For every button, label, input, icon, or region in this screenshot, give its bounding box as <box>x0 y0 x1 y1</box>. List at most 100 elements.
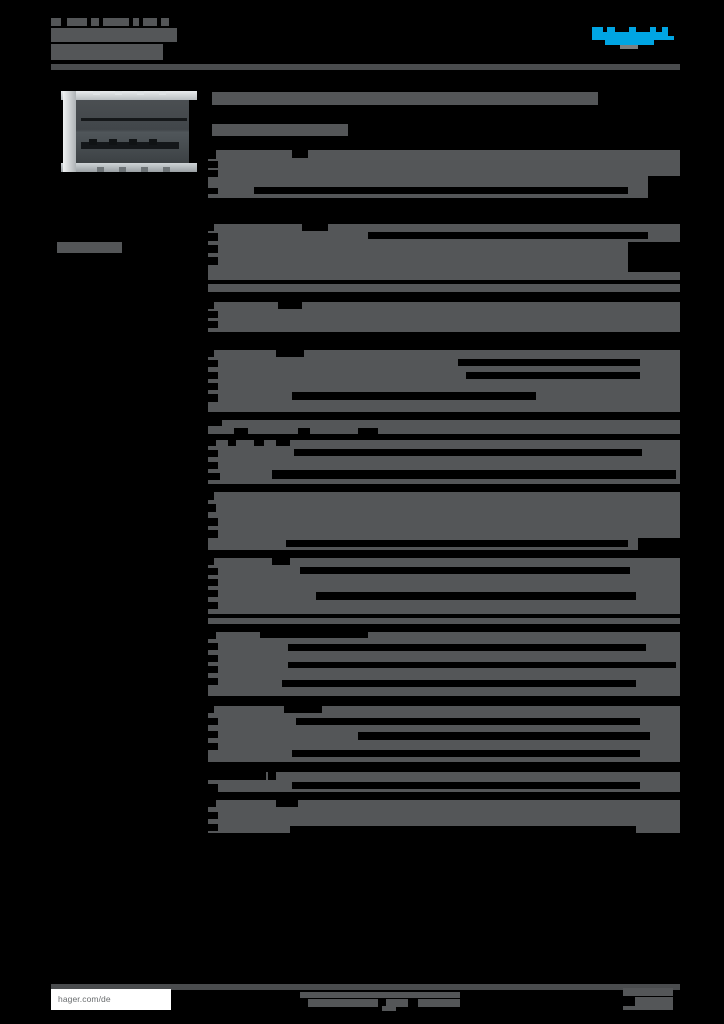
spec-row <box>208 302 680 338</box>
product-photo-clip <box>109 139 117 145</box>
footer-center-line <box>300 992 460 998</box>
product-photo-notch <box>159 91 166 95</box>
spec-row-gap <box>208 280 680 284</box>
spec-row-gap <box>272 558 290 565</box>
spec-row-gap <box>284 706 322 713</box>
spec-row-gap <box>208 332 680 338</box>
spec-row-gap <box>368 232 648 239</box>
product-photo-base-notch <box>141 167 148 172</box>
spec-row-gap <box>208 245 218 253</box>
hager-logo-notch <box>636 27 650 32</box>
spec-row-gap <box>292 750 640 757</box>
spec-row-gap <box>208 372 218 379</box>
document-title-line <box>103 18 129 26</box>
footer-center-line <box>418 999 460 1007</box>
footer-center-line <box>386 999 408 1007</box>
header-divider <box>51 64 680 70</box>
spec-row-gap <box>254 440 264 446</box>
spec-row-gap <box>234 428 248 434</box>
spec-row-gap <box>208 614 680 618</box>
spec-row-gap <box>208 666 218 673</box>
spec-row-gap <box>208 718 218 725</box>
spec-row-gap <box>254 187 628 194</box>
footer-url[interactable]: hager.com/de <box>51 989 171 1010</box>
spec-row-gap <box>292 782 640 789</box>
page-header <box>0 0 724 80</box>
hager-logo-notch <box>668 27 674 36</box>
spec-row-gap <box>208 706 214 713</box>
spec-row-gap <box>208 678 218 685</box>
spec-row-gap <box>208 824 218 831</box>
spec-row-gap <box>208 800 216 807</box>
document-title-line <box>51 44 163 60</box>
hager-logo-notch <box>656 27 662 32</box>
product-photo-end-cap <box>63 91 76 172</box>
spec-row-gap <box>260 632 368 638</box>
spec-row-gap <box>288 662 676 668</box>
footer-right-line <box>623 988 673 996</box>
footer-right-line <box>623 1006 673 1010</box>
spec-row-gap <box>208 161 218 168</box>
spec-row-gap <box>228 440 236 446</box>
footer-center-line <box>308 999 378 1007</box>
product-photo-clips <box>81 142 179 149</box>
spec-row-gap <box>358 732 650 740</box>
document-title-line <box>133 18 139 26</box>
product-photo-notch <box>93 91 100 95</box>
footer-center-line <box>382 1006 396 1011</box>
hager-logo-notch <box>603 27 607 32</box>
spec-row-gap <box>628 242 680 272</box>
spec-row <box>208 772 680 792</box>
spec-row-gap <box>300 567 630 574</box>
spec-row-fill <box>208 420 680 434</box>
hager-logo-shadow <box>620 45 638 49</box>
spec-row-gap <box>208 302 214 309</box>
spec-row-gap <box>302 224 328 231</box>
spec-row-gap <box>208 772 266 780</box>
spec-row-label <box>240 392 254 400</box>
specification-table <box>208 88 680 838</box>
product-photo <box>57 88 199 174</box>
spec-row-gap <box>208 504 216 512</box>
spec-row-gap <box>286 540 628 547</box>
spec-row-gap <box>208 558 214 565</box>
spec-row <box>208 492 680 550</box>
spec-row-gap <box>208 743 218 750</box>
spec-row <box>208 224 680 292</box>
spec-row-gap <box>208 233 218 241</box>
product-photo-clip <box>149 139 157 145</box>
document-title-line <box>51 18 61 26</box>
spec-row <box>208 150 680 198</box>
spec-row-gap <box>208 473 220 480</box>
spec-row-gap <box>648 176 680 198</box>
spec-row-gap <box>458 359 640 366</box>
document-title-line <box>91 18 99 26</box>
spec-row-gap <box>296 718 640 725</box>
spec-row-gap <box>208 350 214 357</box>
page-footer <box>0 968 724 1024</box>
spec-row-gap <box>278 302 302 309</box>
spec-row-gap <box>208 655 218 662</box>
footer-divider <box>51 984 680 990</box>
document-title-line <box>161 18 169 26</box>
spec-row-gap <box>208 394 218 402</box>
spec-row-gap <box>208 530 218 538</box>
footer-right-line <box>635 997 673 1006</box>
document-title-line <box>143 18 157 26</box>
spec-row <box>208 440 680 484</box>
spec-row-gap <box>208 224 214 231</box>
spec-row-gap <box>208 311 218 318</box>
footer-right-redacted <box>623 988 681 1010</box>
spec-row-gap <box>208 518 218 526</box>
spec-row-gap <box>208 643 218 650</box>
spec-row-gap <box>358 428 378 434</box>
spec-table-subtitle-redacted <box>212 124 348 136</box>
spec-row-gap <box>208 188 218 194</box>
document-title-line <box>67 18 87 26</box>
hager-logo <box>592 27 674 49</box>
document-title-redacted <box>51 18 206 60</box>
spec-row-gap <box>292 150 308 158</box>
spec-row-gap <box>208 568 218 575</box>
spec-row-gap <box>290 826 636 833</box>
spec-row-gap <box>208 602 218 609</box>
